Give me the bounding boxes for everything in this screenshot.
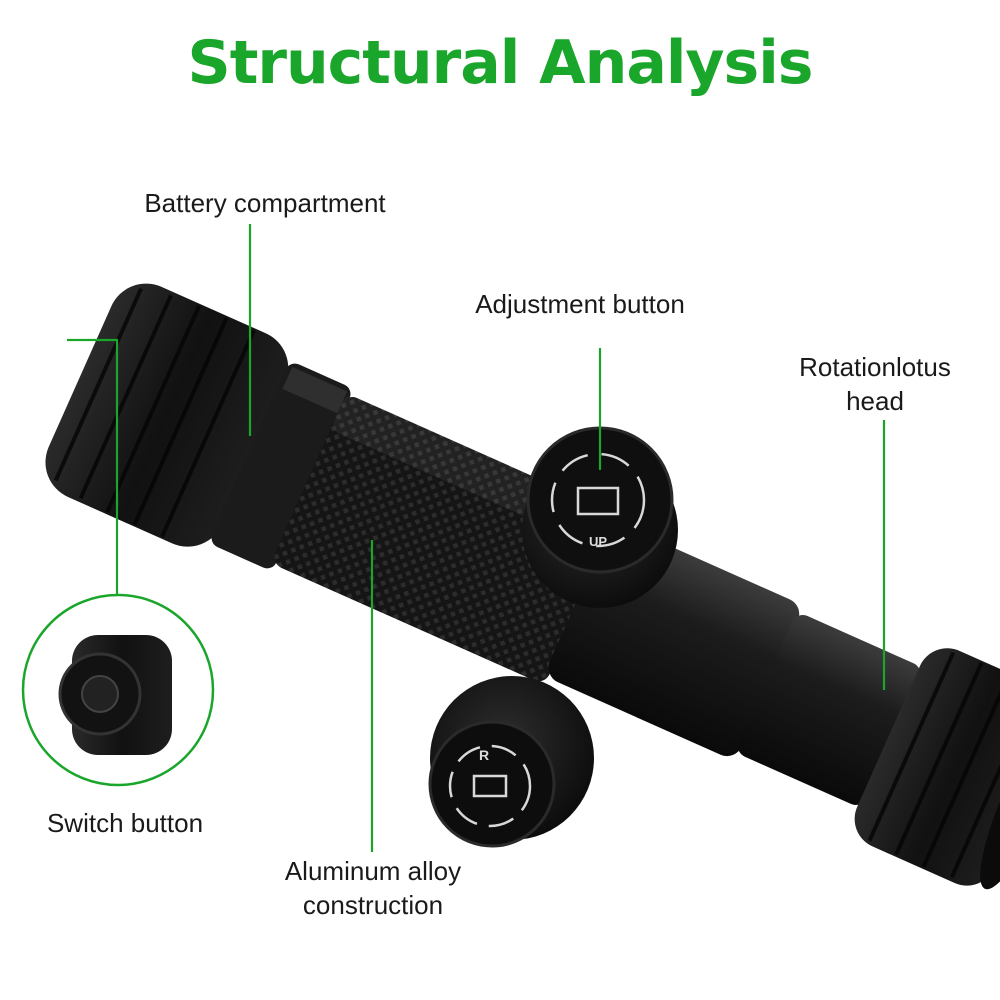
label-aluminum-line2: construction: [302, 890, 444, 920]
cap-grip-ridges: [53, 287, 256, 538]
label-rotation-head: Rotationlotus head: [770, 350, 980, 418]
knob-marking-up: UP: [589, 534, 607, 549]
battery-collar: [211, 363, 351, 569]
label-aluminum-line1: Aluminum alloy: [284, 856, 462, 886]
switch-button-inset: [21, 593, 215, 787]
label-adjustment-button: Adjustment button: [475, 289, 685, 319]
label-rotation-head-line2: head: [846, 386, 904, 416]
front-tube: [737, 615, 921, 805]
rotation-head: [854, 648, 1000, 886]
callout-leaders: [67, 224, 886, 852]
battery-cap: [45, 283, 289, 547]
label-aluminum-construction: Aluminum alloy construction: [258, 854, 488, 922]
leader-switch: [67, 338, 119, 600]
switch-button-icon: [81, 675, 119, 713]
diagram-title: Structural Analysis: [187, 28, 813, 98]
adjustment-knob-side: R: [428, 676, 594, 848]
knob-marking-r: R: [479, 747, 489, 763]
knurled-grip: [274, 397, 617, 682]
label-rotation-head-line1: Rotationlotus: [799, 352, 951, 382]
label-switch-button: Switch button: [46, 808, 204, 838]
label-battery-compartment: Battery compartment: [144, 188, 386, 218]
